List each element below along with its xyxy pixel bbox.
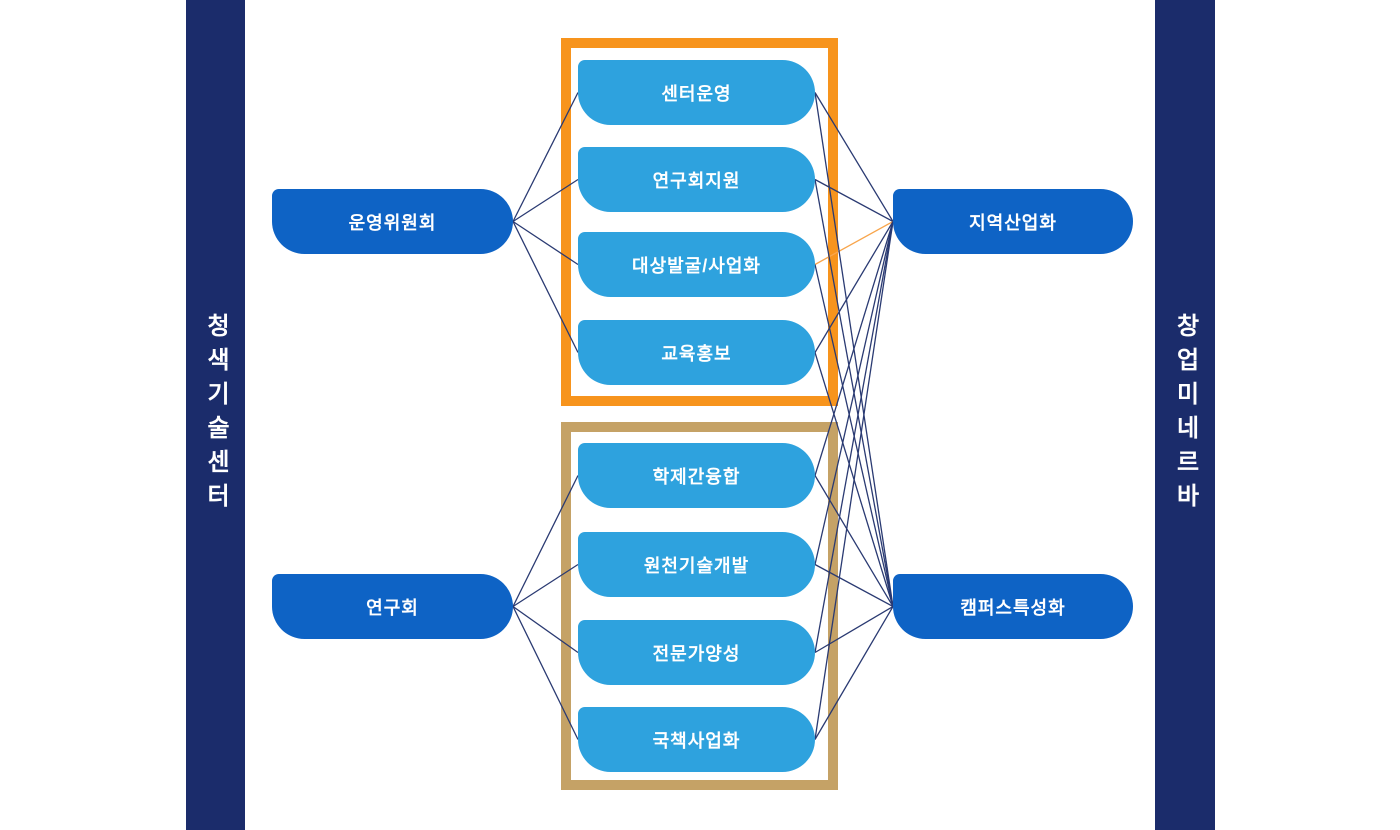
connection-line [512, 220, 579, 266]
connection-line [814, 475, 894, 607]
node-label: 지역산업화 [969, 212, 1057, 233]
right-title-bar: 창업미네르바 [1155, 0, 1215, 830]
connection-line [814, 92, 894, 222]
connection-line [814, 264, 894, 607]
node-research-support: 연구회지원 [578, 147, 815, 212]
node-label: 연구회 [366, 597, 419, 618]
left-title-bar: 청색기술센터 [186, 0, 245, 830]
connection-line [512, 92, 579, 222]
right-title-bar-label: 창업미네르바 [1171, 313, 1199, 517]
node-label: 센터운영 [661, 83, 732, 104]
node-label: 국책사업화 [652, 730, 741, 751]
connection-line [512, 563, 579, 608]
connection-line [512, 605, 579, 654]
node-center-operation: 센터운영 [578, 60, 815, 125]
connection-line [512, 221, 579, 353]
node-label: 운영위원회 [348, 212, 437, 233]
connection-line [814, 179, 894, 607]
connection-line [512, 606, 579, 740]
connection-line [814, 92, 894, 607]
node-label: 원천기술개발 [643, 555, 750, 576]
connection-line [814, 563, 894, 608]
connection-line [814, 221, 894, 353]
connection-line [814, 606, 894, 740]
node-label: 연구회지원 [652, 170, 741, 191]
node-target-discovery: 대상발굴/사업화 [578, 232, 815, 297]
connection-line [814, 178, 894, 223]
connection-line [512, 475, 579, 607]
node-core-tech: 원천기술개발 [578, 532, 815, 597]
node-interdisciplinary: 학제간융합 [578, 443, 815, 508]
node-national-projects: 국책사업화 [578, 707, 815, 772]
node-research-group: 연구회 [272, 574, 513, 639]
node-campus-specialization: 캠퍼스특성화 [893, 574, 1133, 639]
node-label: 전문가양성 [652, 643, 741, 664]
connection-line [814, 220, 894, 266]
node-label: 대상발굴/사업화 [632, 255, 761, 276]
left-title-bar-label: 청색기술센터 [202, 313, 229, 517]
tan-group-frame [561, 422, 838, 790]
node-regional-industrialization: 지역산업화 [893, 189, 1133, 254]
node-label: 교육홍보 [661, 343, 732, 364]
node-expert-training: 전문가양성 [578, 620, 815, 685]
node-education-pr: 교육홍보 [578, 320, 815, 385]
node-label: 학제간융합 [652, 466, 741, 487]
connection-line [814, 605, 894, 654]
orange-group-frame [561, 38, 838, 406]
connection-line [512, 178, 579, 223]
connection-line [814, 352, 894, 607]
node-operating-committee: 운영위원회 [272, 189, 513, 254]
node-label: 캠퍼스특성화 [960, 597, 1066, 618]
